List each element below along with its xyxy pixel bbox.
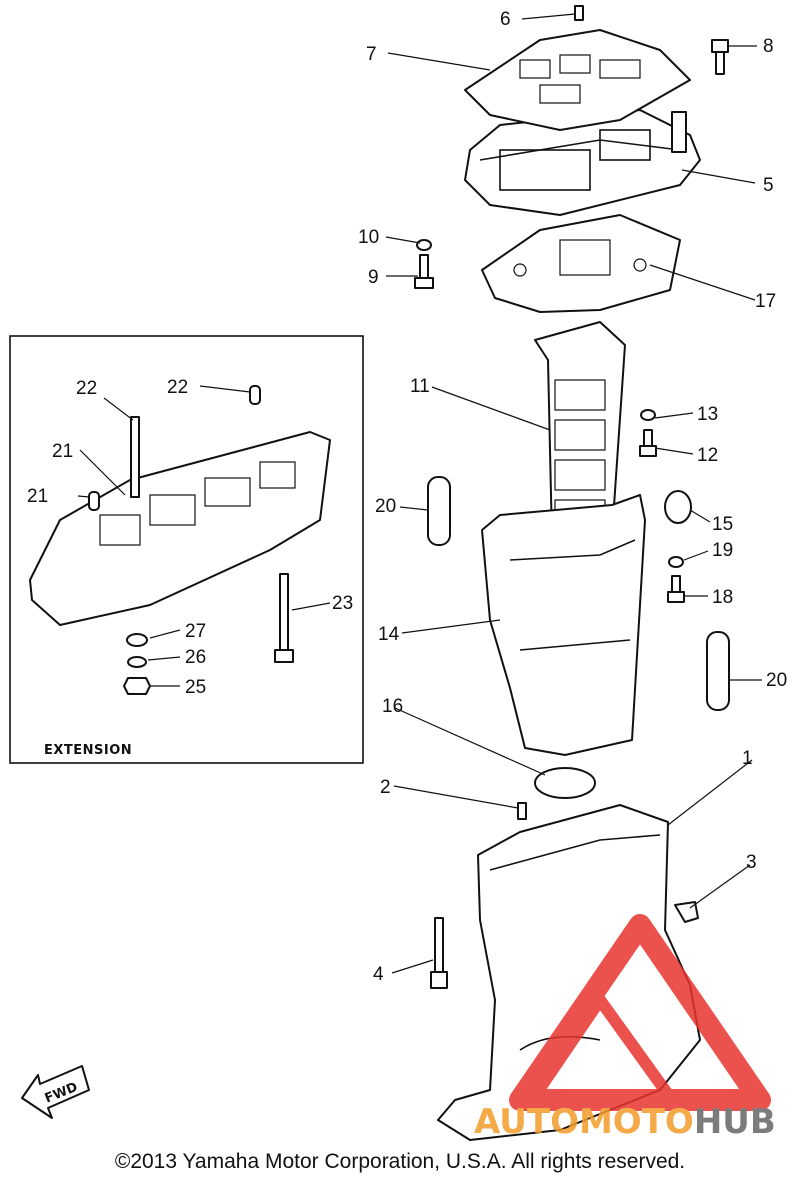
callout-22-left: 21 xyxy=(27,486,48,507)
callout-25: 25 xyxy=(185,677,206,698)
callout-23: 22 xyxy=(76,378,97,399)
extension-label: EXTENSION xyxy=(44,743,132,758)
callout-5: 5 xyxy=(763,175,774,196)
part-25-nut xyxy=(123,677,151,695)
callout-13: 13 xyxy=(697,404,718,425)
callout-26: 26 xyxy=(185,647,206,668)
callout-19: 19 xyxy=(712,540,733,561)
callout-6: 6 xyxy=(500,9,511,30)
part-24-long-bolt xyxy=(274,573,294,663)
callout-4: 4 xyxy=(373,964,384,985)
part-15-grommet xyxy=(664,490,692,524)
watermark-text: AUTOMOTOHUB xyxy=(474,1102,776,1142)
leader-lines xyxy=(77,13,762,974)
callout-1: 1 xyxy=(742,748,753,769)
automotohub-logo-icon: AUTOMOTOHUB xyxy=(474,914,776,1142)
callout-20-left: 20 xyxy=(375,496,396,517)
watermark-part1: AUTOMOTO xyxy=(474,1102,694,1142)
part-22-pin-right xyxy=(249,385,261,405)
part-26-spring-washer xyxy=(127,656,147,668)
fwd-arrow-icon: FWD xyxy=(21,1065,90,1119)
part-6-pin xyxy=(574,5,584,21)
callout-3: 3 xyxy=(746,852,757,873)
part-22-pin-left xyxy=(88,491,100,511)
copyright-notice: ©2013 Yamaha Motor Corporation, U.S.A. A… xyxy=(114,1150,686,1173)
part-13-washer xyxy=(640,409,656,421)
callout-18: 18 xyxy=(712,587,733,608)
part-19-washer xyxy=(668,556,684,568)
callout-11: 11 xyxy=(410,376,430,397)
part-14-upper-casing xyxy=(481,494,646,756)
part-12-bolt xyxy=(639,429,657,457)
part-21-extension-plate xyxy=(29,431,331,626)
watermark-part2: HUB xyxy=(694,1102,776,1142)
extension-inset: EXTENSION xyxy=(9,335,364,764)
callout-8: 8 xyxy=(763,36,774,57)
callout-7: 7 xyxy=(366,44,377,65)
callout-24: 23 xyxy=(332,593,353,614)
callout-2: 2 xyxy=(380,777,391,798)
part-17-gasket xyxy=(481,214,681,313)
part-20-cover-left xyxy=(427,476,451,546)
callout-numbers: 6 7 8 5 10 9 17 11 13 12 20 15 19 18 14 … xyxy=(27,9,787,985)
part-4-bolt xyxy=(430,917,448,989)
callout-14: 14 xyxy=(378,624,400,645)
part-18-bolt xyxy=(667,575,685,603)
part-20-cover-right xyxy=(706,631,730,711)
part-23-stud xyxy=(130,416,140,498)
part-10-washer xyxy=(416,239,432,251)
callout-22-right: 22 xyxy=(167,377,188,398)
part-16-seal xyxy=(534,767,596,799)
callout-15: 15 xyxy=(712,514,733,535)
part-8-bolt xyxy=(711,39,729,75)
part-5-upper-housing xyxy=(464,109,701,216)
part-7-gasket xyxy=(464,29,691,131)
callout-20-right: 20 xyxy=(766,670,787,691)
callout-9: 9 xyxy=(368,267,379,288)
callout-21: 21 xyxy=(52,441,73,462)
callout-17: 17 xyxy=(755,291,776,312)
callout-27: 27 xyxy=(185,621,206,642)
part-2-dowel xyxy=(517,802,527,820)
callout-12: 12 xyxy=(697,445,718,466)
callout-16: 16 xyxy=(382,696,403,717)
callout-10: 10 xyxy=(358,227,379,248)
part-9-bolt xyxy=(414,254,434,289)
part-27-washer xyxy=(126,633,148,647)
